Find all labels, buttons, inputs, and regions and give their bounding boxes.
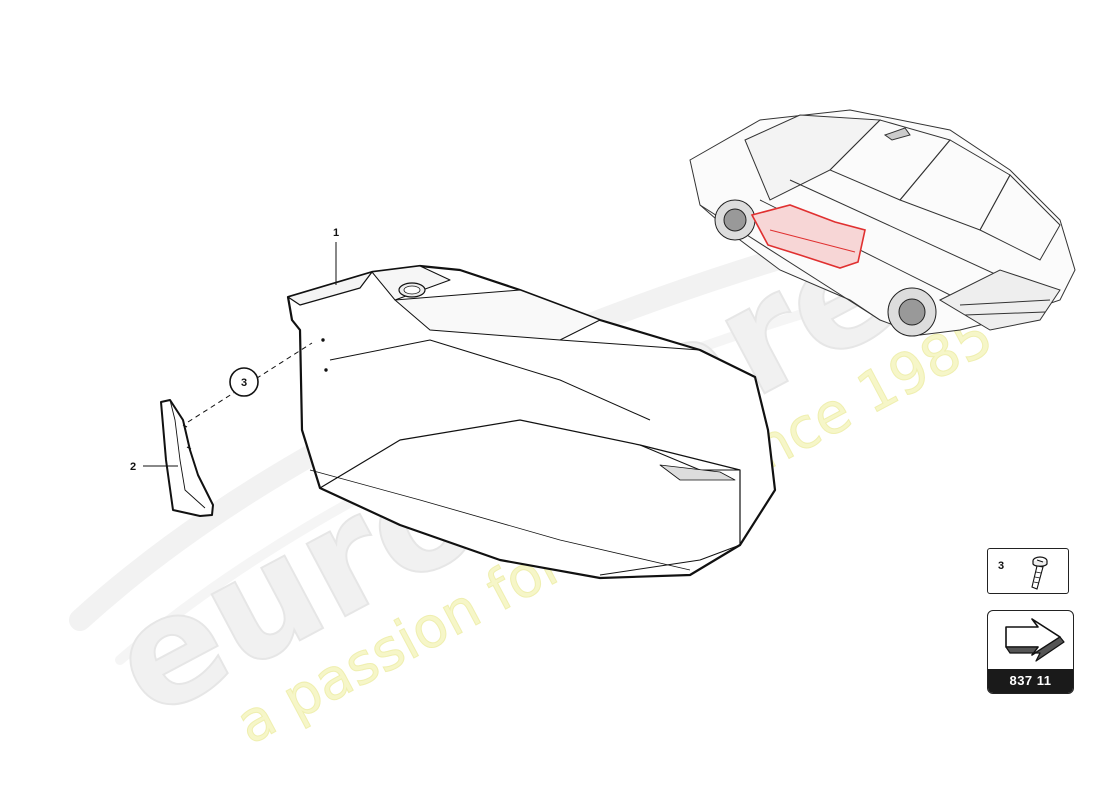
callout-3-label: 3: [241, 377, 247, 389]
car-overview: [689, 109, 1076, 337]
small-trim-piece: [160, 399, 214, 517]
door-trim-panel: [286, 264, 777, 580]
highlighted-door-panel: [750, 204, 866, 269]
reference-legend: 837 11: [987, 610, 1074, 694]
callout-3: 3: [187, 342, 313, 423]
fastener-number: 3: [998, 560, 1005, 572]
fastener-legend: 3: [987, 548, 1069, 594]
reference-arrow-icon: [1005, 618, 1065, 662]
callout-1: 1: [333, 227, 339, 285]
screw-icon: [1031, 556, 1048, 590]
callout-1-label: 1: [333, 227, 339, 239]
reference-code: 837 11: [988, 669, 1073, 693]
callout-2: 2: [130, 461, 178, 473]
callout-2-label: 2: [130, 461, 136, 473]
